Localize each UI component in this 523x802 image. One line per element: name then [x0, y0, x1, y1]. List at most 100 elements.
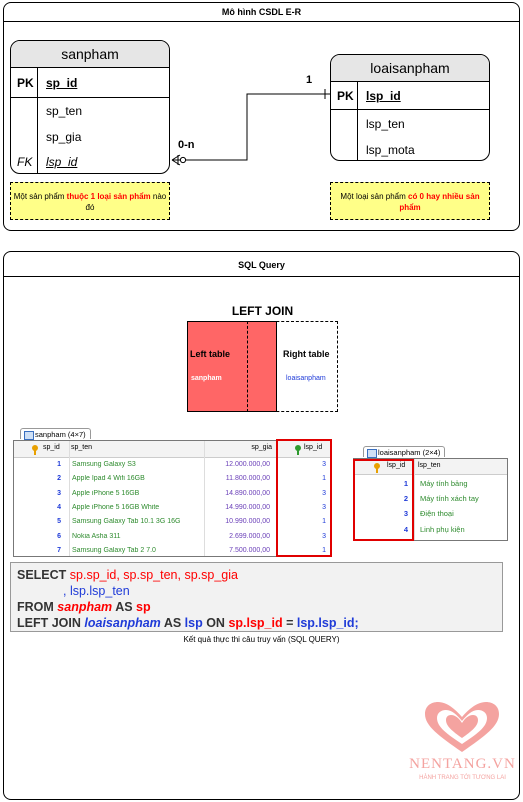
sql-line-4: LEFT JOIN loaisanpham AS lsp ON sp.lsp_i…: [17, 615, 496, 631]
key-icon-stem: [297, 450, 299, 455]
key-icon-stem: [34, 450, 36, 455]
table-cell-lsp_ten: Máy tính xách tay: [420, 494, 479, 504]
sql-on-keyword: ON: [202, 616, 229, 630]
loaisanpham-key-column-divider: [357, 82, 358, 160]
venn-right-label: Right table: [283, 349, 330, 359]
note-left-highlight: thuộc 1 loại sản phẩm: [66, 192, 151, 201]
note-left: Một sản phẩm thuộc 1 loại sản phẩm nào đ…: [10, 182, 170, 220]
sql-select-columns: sp.sp_id, sp.sp_ten, sp.sp_gia: [66, 568, 238, 582]
sanpham-grid-header: [14, 441, 331, 458]
key-icon: [374, 463, 380, 473]
table-cell-lsp_id: 1: [403, 479, 408, 488]
sanpham-lsp-id-highlight: [276, 439, 332, 557]
sql-line-2: , lsp.lsp_ten: [17, 583, 496, 599]
loai-grid-header: [354, 459, 507, 475]
loai-grid-header-lsp_ten[interactable]: lsp_ten: [418, 462, 441, 469]
table-cell-lsp_id: 3: [322, 461, 326, 468]
table-cell-lsp_id: 3: [322, 503, 326, 511]
logo-brand: NENTANG.VN: [409, 756, 516, 772]
table-cell-sp_id: 2: [57, 475, 61, 483]
sql-from-table: sanpham: [57, 600, 113, 614]
table-cell-lsp_id: 3: [322, 532, 326, 540]
table-row[interactable]: 2 Máy tính xách tay: [354, 492, 507, 507]
relationship-many-label: 0-n: [178, 139, 195, 151]
table-cell-lsp_id: 1: [322, 475, 326, 483]
loaisanpham-entity[interactable]: loaisanpham PK lsp_id lsp_ten lsp_mota: [330, 54, 490, 161]
table-cell-lsp_ten: Điện thoại: [420, 509, 454, 519]
sql-panel-title: SQL Query: [238, 260, 285, 270]
table-cell-sp_ten: Samsung Galaxy Tab 2 7.0: [72, 546, 156, 554]
logo-tagline: HÀNH TRANG TỚI TƯƠNG LAI: [419, 775, 506, 781]
loaisanpham-pk-row-divider: [331, 109, 489, 110]
sql-on-right: lsp.lsp_id;: [296, 616, 359, 630]
table-cell-sp_id: 7: [57, 546, 61, 554]
sql-join-as: AS: [160, 616, 185, 630]
loaisanpham-pk-label: PK: [337, 89, 354, 103]
note-left-pre: Một sản phẩm: [13, 192, 67, 201]
table-cell-sp_gia: 2.699.000,00: [229, 532, 270, 540]
table-cell-lsp_id: 2: [403, 494, 408, 504]
table-cell-lsp_ten: Linh phụ kiện: [420, 524, 465, 534]
sql-query-box: SELECT sp.sp_id, sp.sp_ten, sp.sp_gia , …: [10, 562, 503, 632]
sanpham-entity[interactable]: sanpham PK sp_id sp_ten sp_gia FK lsp_id: [10, 40, 170, 174]
sanpham-grid-body: sp_id sp_ten sp_gia lsp_id 1 Samsung Galaxy S…: [14, 441, 331, 556]
table-cell-sp_ten: Apple Ipad 4 Wifi 16GB: [72, 475, 145, 483]
er-panel-title: Mô hình CSDL E-R: [221, 7, 302, 17]
sanpham-grid-header-sp_ten[interactable]: sp_ten: [71, 444, 93, 451]
table-cell-sp_ten: Apple iPhone 5 16GB White: [72, 503, 160, 511]
sanpham-grid-tab-label: sanpham (4×7): [35, 430, 86, 439]
key-icon: [295, 445, 301, 455]
table-cell-lsp_id: 3: [322, 489, 326, 497]
sanpham-grid-column-divider: [204, 441, 205, 556]
sanpham-grid-column-divider: [69, 441, 70, 556]
note-right-highlight: có 0 hay nhiều sản phẩm: [399, 192, 480, 212]
venn-right-sub: loaisanpham: [286, 375, 326, 382]
sanpham-fk-label: FK: [17, 155, 33, 169]
nentang-logo-icon: [425, 702, 499, 752]
relationship-connector: [171, 89, 330, 166]
sanpham-grid-header-sp_id[interactable]: sp_id: [43, 444, 60, 451]
key-icon-stem: [376, 468, 378, 473]
table-icon: [367, 449, 377, 458]
table-cell-sp_id: 3: [57, 489, 61, 497]
sanpham-grid-header-sp_gia[interactable]: sp_gia: [251, 444, 272, 451]
sanpham-entity-title: sanpham: [11, 41, 169, 68]
sanpham-field-sp-gia: sp_gia: [46, 130, 82, 144]
sanpham-pk-label: PK: [17, 76, 34, 90]
sql-line-1: SELECT sp.sp_id, sp.sp_ten, sp.sp_gia: [17, 567, 496, 583]
table-cell-sp_gia: 12.000.000,00: [225, 461, 270, 468]
table-cell-sp_id: 5: [57, 518, 61, 526]
loai-grid-tab[interactable]: loaisanpham (2×4): [363, 446, 446, 458]
table-cell-sp_ten: Samsung Galaxy S3: [72, 461, 136, 468]
loai-grid-header-lsp_id[interactable]: lsp_id: [387, 462, 406, 469]
sanpham-grid[interactable]: sp_id sp_ten sp_gia lsp_id 1 Samsung Galaxy S…: [13, 440, 332, 557]
table-cell-lsp_id: 1: [322, 546, 326, 554]
sql-join-keyword: LEFT JOIN: [17, 616, 81, 630]
table-cell-sp_gia: 10.990.000,00: [225, 518, 270, 526]
venn-left-sub: sanpham: [191, 375, 222, 382]
table-row[interactable]: 1 Samsung Galaxy S3 12.000.000,00 3: [14, 459, 331, 473]
sql-on-equals: =: [282, 616, 297, 630]
venn-title: LEFT JOIN: [231, 304, 294, 318]
table-cell-sp_id: 1: [57, 461, 61, 468]
sanpham-grid-tab[interactable]: sanpham (4×7): [20, 428, 91, 440]
table-cell-sp_id: 4: [57, 503, 61, 511]
sanpham-key-column-divider: [37, 68, 38, 173]
sql-line-3: FROM sanpham AS sp: [17, 599, 496, 615]
sanpham-pk-row-divider: [11, 97, 169, 98]
sql-from-alias: sp: [136, 600, 151, 614]
note-right: Một loại sản phẩm có 0 hay nhiều sản phẩ…: [330, 182, 490, 220]
table-cell-sp_ten: Nokia Asha 311: [72, 532, 121, 540]
sanpham-grid-header-lsp_id[interactable]: lsp_id: [304, 444, 323, 451]
note-left-post: nào đó: [85, 192, 167, 212]
